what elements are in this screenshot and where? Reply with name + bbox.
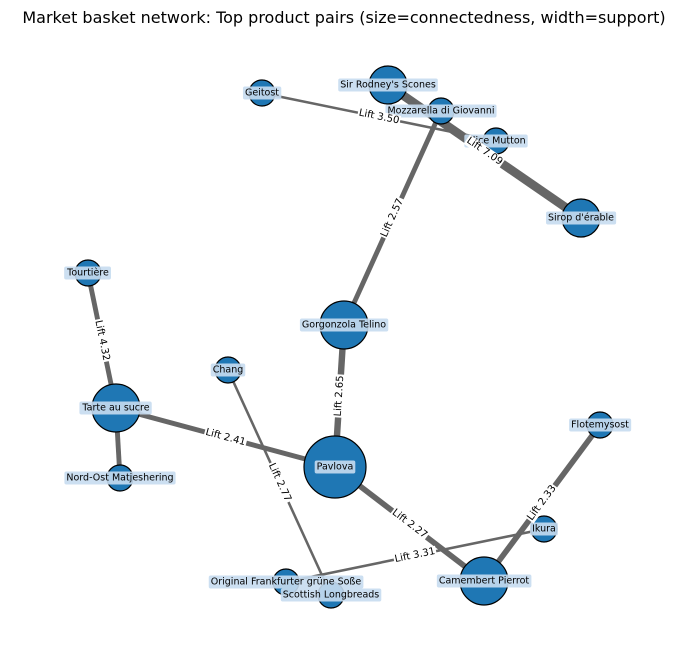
edge-label-box-tarte-pavlova bbox=[203, 426, 248, 449]
node-label-group-camembert: Camembert Pierrot bbox=[436, 574, 532, 588]
edge-label-box-ikura-frankfurter bbox=[392, 545, 438, 566]
node-label-box-chang bbox=[210, 363, 246, 377]
node-label-geitost: Geitost bbox=[245, 88, 279, 99]
node-label-box-nordost bbox=[64, 471, 176, 485]
node-label-pavlova: Pavlova bbox=[317, 462, 354, 473]
node-label-group-sirop: Sirop d'érable bbox=[546, 211, 617, 225]
node-label-box-pavlova bbox=[314, 460, 356, 474]
edge-label-mozzarella-gorgonzola: Lift 2.57 bbox=[379, 197, 406, 239]
node-label-box-gorgonzola bbox=[299, 318, 389, 332]
edge-label-box-sirrodney-sirop bbox=[463, 134, 506, 169]
node-label-box-mozzarella bbox=[385, 104, 497, 118]
node-label-nordost: Nord-Ost Matjeshering bbox=[66, 473, 173, 484]
node-label-chang: Chang bbox=[213, 365, 244, 376]
node-label-group-scottish: Scottish Longbreads bbox=[280, 588, 382, 602]
edge-label-box-pavlova-camembert bbox=[389, 506, 430, 542]
edge-label-pavlova-camembert: Lift 2.27 bbox=[390, 507, 429, 541]
edge-label-group-tourtiere-tarte: Lift 4.32 bbox=[92, 318, 112, 363]
node-label-camembert: Camembert Pierrot bbox=[439, 576, 530, 587]
node-label-tarte: Tarte au sucre bbox=[81, 403, 149, 414]
node-label-group-pavlova: Pavlova bbox=[314, 460, 356, 474]
edge-label-box-chang-scottish bbox=[265, 460, 294, 505]
edge-label-group-tarte-pavlova: Lift 2.41 bbox=[203, 426, 248, 449]
node-label-alice: Alice Mutton bbox=[466, 136, 525, 147]
node-label-box-tourtiere bbox=[64, 266, 111, 280]
node-label-box-scottish bbox=[280, 588, 382, 602]
node-label-group-tarte: Tarte au sucre bbox=[79, 401, 152, 415]
node-label-box-camembert bbox=[436, 574, 532, 588]
node-label-box-frankfurter bbox=[208, 575, 364, 589]
node-label-box-flotemysost bbox=[569, 418, 632, 432]
node-label-box-tarte bbox=[79, 401, 152, 415]
edge-label-box-flotemysost-camembert bbox=[524, 482, 560, 524]
node-label-group-sirrodney: Sir Rodney's Scones bbox=[338, 78, 438, 92]
node-label-box-sirrodney bbox=[338, 78, 438, 92]
node-label-group-flotemysost: Flotemysost bbox=[569, 418, 632, 432]
node-label-box-sirop bbox=[546, 211, 617, 225]
node-label-tourtiere: Tourtière bbox=[66, 268, 109, 279]
edge-label-group-ikura-frankfurter: Lift 3.31 bbox=[392, 545, 438, 566]
edge-label-group-pavlova-camembert: Lift 2.27 bbox=[389, 506, 430, 542]
node-label-box-ikura bbox=[530, 522, 558, 536]
node-label-group-tourtiere: Tourtière bbox=[64, 266, 111, 280]
node-label-group-chang: Chang bbox=[210, 363, 246, 377]
node-label-sirop: Sirop d'érable bbox=[548, 213, 614, 224]
node-label-group-mozzarella: Mozzarella di Giovanni bbox=[385, 104, 497, 118]
edge-label-box-geitost-alice bbox=[356, 107, 402, 127]
node-label-sirrodney: Sir Rodney's Scones bbox=[340, 80, 436, 91]
edge-label-group-mozzarella-gorgonzola: Lift 2.57 bbox=[378, 196, 407, 240]
node-label-scottish: Scottish Longbreads bbox=[283, 590, 380, 601]
edge-label-gorgonzola-pavlova: Lift 2.65 bbox=[333, 375, 347, 417]
node-label-gorgonzola: Gorgonzola Telino bbox=[302, 320, 386, 331]
edge-label-group-chang-scottish: Lift 2.77 bbox=[265, 460, 294, 505]
edge-label-box-tourtiere-tarte bbox=[92, 318, 112, 363]
edge-label-tourtiere-tarte: Lift 4.32 bbox=[92, 319, 111, 361]
node-label-group-geitost: Geitost bbox=[242, 86, 282, 100]
edge-label-group-gorgonzola-pavlova: Lift 2.65 bbox=[332, 374, 347, 418]
node-label-ikura: Ikura bbox=[532, 524, 556, 535]
node-label-box-geitost bbox=[242, 86, 282, 100]
node-label-mozzarella: Mozzarella di Giovanni bbox=[387, 106, 494, 117]
node-label-group-ikura: Ikura bbox=[530, 522, 558, 536]
node-label-group-nordost: Nord-Ost Matjeshering bbox=[64, 471, 176, 485]
edge-label-box-mozzarella-gorgonzola bbox=[378, 196, 407, 240]
chart-title: Market basket network: Top product pairs… bbox=[22, 8, 665, 27]
edge-label-chang-scottish: Lift 2.77 bbox=[266, 462, 293, 504]
edge-label-box-gorgonzola-pavlova bbox=[332, 374, 347, 418]
node-label-flotemysost: Flotemysost bbox=[571, 420, 629, 431]
edge-label-tarte-pavlova: Lift 2.41 bbox=[204, 427, 247, 448]
node-label-frankfurter: Original Frankfurter grüne Soße bbox=[211, 577, 362, 588]
edge-label-ikura-frankfurter: Lift 3.31 bbox=[394, 546, 436, 565]
node-label-group-gorgonzola: Gorgonzola Telino bbox=[299, 318, 389, 332]
node-label-group-frankfurter: Original Frankfurter grüne Soße bbox=[208, 575, 364, 589]
